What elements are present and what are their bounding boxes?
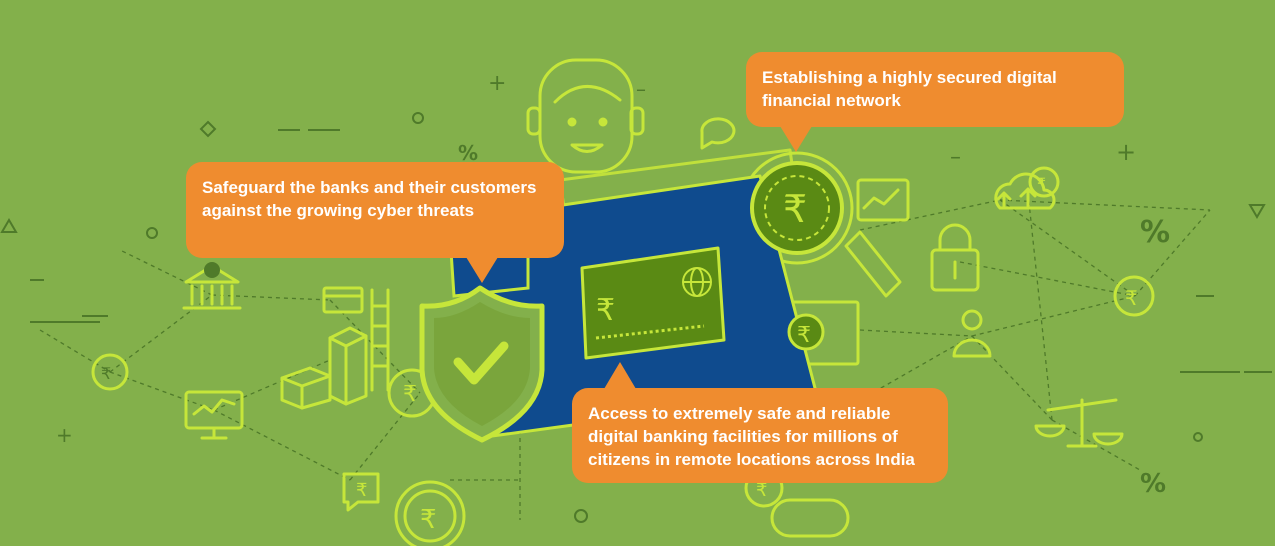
rupee-coin-icon xyxy=(787,313,825,351)
bank-building-icon xyxy=(182,264,242,310)
percent-icon: % xyxy=(458,141,478,165)
callout-safe-access: Access to extremely safe and reliable di… xyxy=(572,388,948,483)
percent-icon: % xyxy=(1140,469,1166,499)
bar-chart-icon xyxy=(280,288,390,410)
callout-tail xyxy=(604,362,636,389)
rupee-symbol-shield: ₹ xyxy=(403,382,417,407)
monitor-chart-icon xyxy=(184,390,244,440)
cloud-upload-icon xyxy=(994,172,1056,210)
rupee-symbol-right: ₹ xyxy=(1125,286,1138,310)
minus-icon: – xyxy=(950,145,961,170)
plus-icon: + xyxy=(56,423,73,447)
minus-icon: – xyxy=(636,77,646,101)
scales-icon xyxy=(1034,398,1124,448)
chat-bubble-icon xyxy=(342,117,736,512)
callout-secure-network: Establishing a highly secured digital fi… xyxy=(746,52,1124,127)
monitor-chart-icon xyxy=(856,178,910,222)
plus-icon: + xyxy=(1116,138,1136,166)
user-icon xyxy=(952,309,992,358)
decorative-marks xyxy=(0,112,1272,523)
rupee-symbol-lower: ₹ xyxy=(756,480,767,501)
rupee-symbol-cloud: ₹ xyxy=(1037,176,1046,192)
plus-icon: + xyxy=(488,71,506,96)
rupee-symbol-card: ₹ xyxy=(797,323,811,348)
callout-safeguard-banks: Safeguard the banks and their customers … xyxy=(186,162,564,258)
rupee-coin-icon: ₹ xyxy=(750,161,844,255)
rupee-symbol-chat: ₹ xyxy=(356,480,367,501)
rupee-symbol-left: ₹ xyxy=(101,364,111,383)
credit-card-icon: ₹ xyxy=(580,246,726,360)
percent-icon: % xyxy=(1140,215,1170,250)
callout-tail xyxy=(780,126,812,152)
coin-rupee-symbol: ₹ xyxy=(783,187,807,231)
rupee-coin-icon xyxy=(91,353,129,391)
padlock-icon xyxy=(930,223,980,292)
shield-check-icon xyxy=(419,285,545,443)
rupee-symbol-bottom: ₹ xyxy=(420,505,437,535)
card-rupee-symbol: ₹ xyxy=(596,293,615,328)
support-agent-icon xyxy=(526,58,645,174)
callout-tail xyxy=(466,257,498,283)
credit-card-icon xyxy=(322,286,364,314)
